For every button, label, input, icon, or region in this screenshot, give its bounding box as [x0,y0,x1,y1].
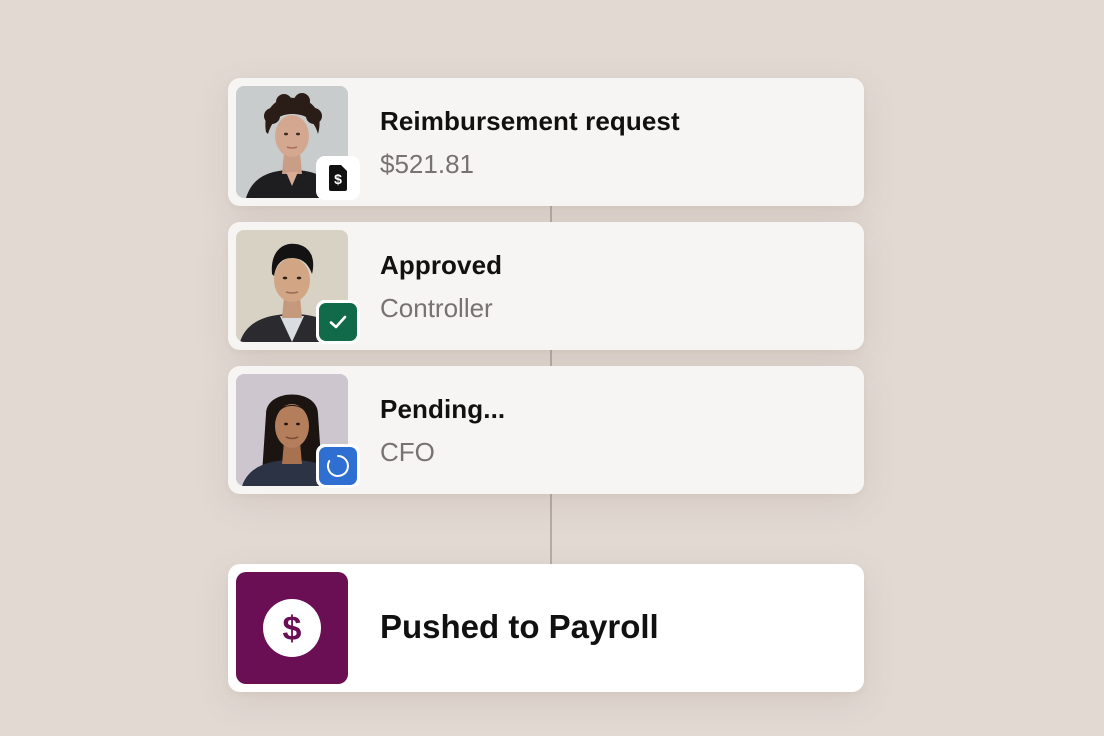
step-card-pending[interactable]: Pending... CFO [228,366,864,494]
svg-text:$: $ [283,610,302,648]
step-badge [316,444,360,488]
step-badge [316,300,360,344]
svg-text:$: $ [334,171,342,187]
dollar-circle-icon: $ [263,599,321,657]
woman-curly-hair-portrait [236,86,348,198]
step-title: Pending... [380,394,506,424]
workflow-connector-2 [550,350,552,366]
step-card-reimbursement-request[interactable]: $ Reimbursement request $521.81 [228,78,864,206]
avatar [236,86,348,198]
step-badge: $ [316,156,360,200]
step-amount: $521.81 [380,149,474,179]
spinner-icon [319,447,357,485]
step-title: Approved [380,250,503,280]
step-card-approved[interactable]: Approved Controller [228,222,864,350]
final-step-title: Pushed to Payroll [380,608,659,645]
step-approver-role: Controller [380,293,493,323]
payroll-tile: $ [236,572,348,684]
receipt-dollar-icon: $ [319,159,357,197]
step-title: Reimbursement request [380,106,680,136]
workflow-connector-3 [550,494,552,564]
check-icon [319,303,357,341]
workflow-connector-1 [550,206,552,222]
step-card-pushed-to-payroll[interactable]: $ Pushed to Payroll [228,564,864,692]
step-approver-role: CFO [380,437,435,467]
